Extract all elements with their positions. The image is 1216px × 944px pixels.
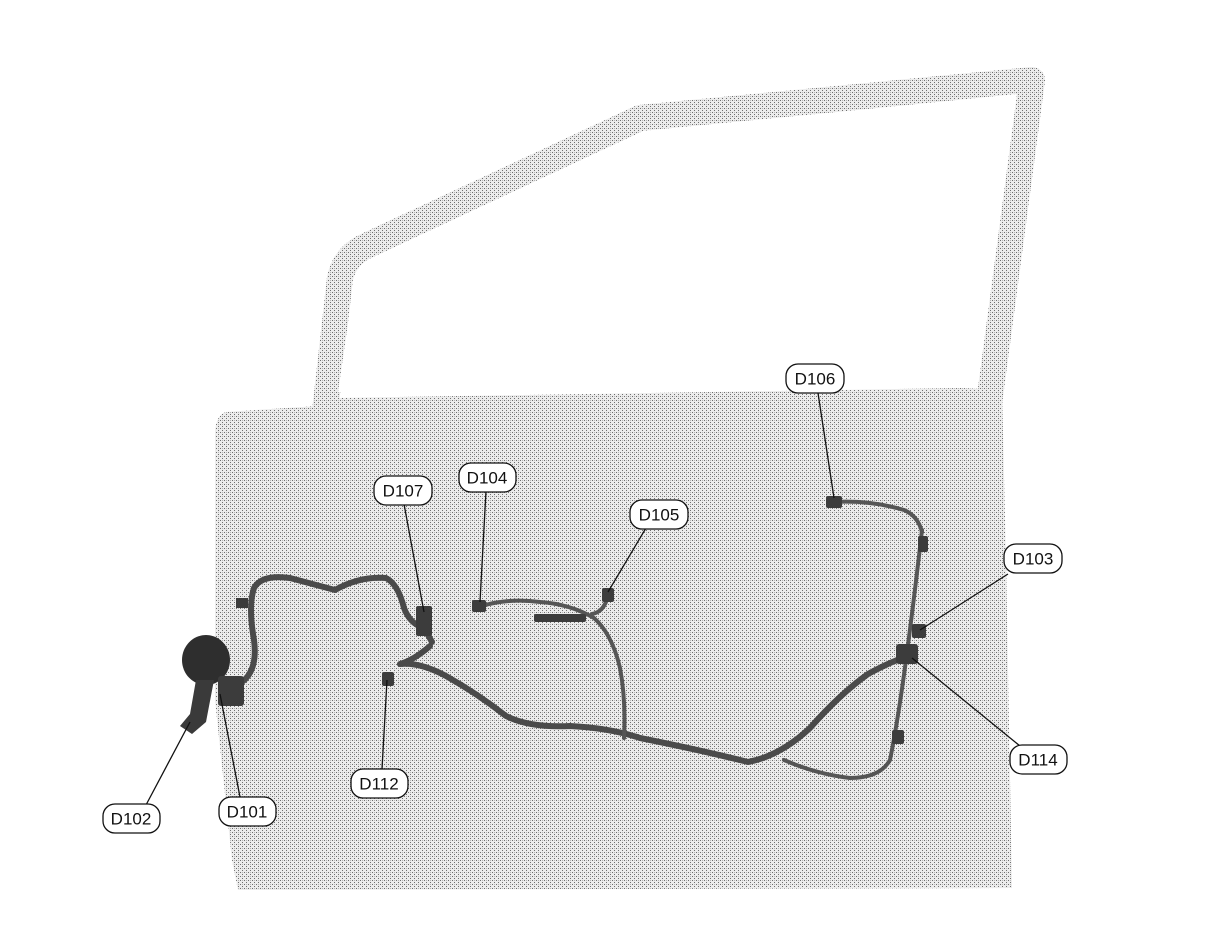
callout-d105: D105	[607, 499, 689, 593]
leader-line-d101	[219, 693, 241, 798]
connector-lower-right	[892, 730, 904, 744]
wiring-harness	[239, 499, 924, 780]
leader-line-d102	[145, 721, 191, 806]
callout-label-d102: D102	[111, 810, 152, 829]
harness-lower-loop	[397, 643, 911, 765]
leader-line-d106	[817, 392, 835, 499]
harness-top-right	[832, 499, 924, 534]
callout-label-d105: D105	[639, 506, 680, 525]
callout-label-d101: D101	[227, 803, 268, 822]
callout-d101: D101	[218, 693, 277, 827]
callout-box-d107	[373, 475, 433, 506]
connector-mirror-bracket	[236, 598, 248, 608]
callout-d107: D107	[373, 475, 433, 613]
callout-label-d114: D114	[1018, 751, 1057, 770]
connector-top-right	[918, 536, 928, 552]
door-lower-panel	[215, 388, 1012, 890]
connector-d103	[912, 624, 926, 638]
components	[180, 496, 928, 744]
side-mirror-mount	[180, 680, 214, 734]
callout-box-d105	[629, 499, 689, 530]
callout-d103: D103	[919, 543, 1063, 631]
window-frame	[307, 67, 1045, 453]
window-opening	[338, 94, 1016, 392]
door-body	[215, 67, 1045, 890]
connector-d101	[218, 676, 244, 706]
harness-center-branch	[480, 598, 627, 740]
callout-label-d104: D104	[467, 469, 508, 488]
callout-label-d107: D107	[383, 482, 424, 501]
callout-label-d106: D106	[795, 370, 836, 389]
callout-box-d106	[785, 363, 845, 394]
side-mirror	[182, 635, 230, 685]
connector-d104	[472, 600, 486, 612]
connector-center-block	[534, 614, 586, 622]
callout-d112: D112	[350, 679, 409, 799]
callout-box-d102	[102, 803, 161, 834]
harness-upper-branch	[239, 574, 435, 685]
callout-box-d114	[1009, 744, 1068, 775]
leader-line-d105	[607, 527, 647, 593]
callout-box-d112	[350, 768, 409, 799]
leader-line-d112	[381, 679, 388, 770]
leader-line-d103	[919, 573, 1009, 631]
callout-label-d103: D103	[1013, 550, 1054, 569]
callout-box-d103	[1003, 543, 1063, 574]
connector-d112	[382, 672, 394, 686]
callout-d102: D102	[102, 721, 191, 834]
harness-right-vertical	[782, 528, 924, 780]
leader-line-d114	[911, 657, 1021, 747]
callout-box-d104	[458, 462, 517, 493]
connector-d106	[826, 496, 842, 508]
callout-d106: D106	[785, 363, 845, 499]
connector-d107	[416, 606, 432, 636]
callout-box-d101	[218, 796, 277, 827]
leader-line-d107	[403, 503, 425, 613]
callout-d114: D114	[911, 657, 1068, 775]
leader-line-d104	[479, 490, 487, 603]
callout-label-d112: D112	[359, 775, 398, 794]
connector-d105	[602, 588, 614, 602]
callout-d104: D104	[458, 462, 517, 603]
